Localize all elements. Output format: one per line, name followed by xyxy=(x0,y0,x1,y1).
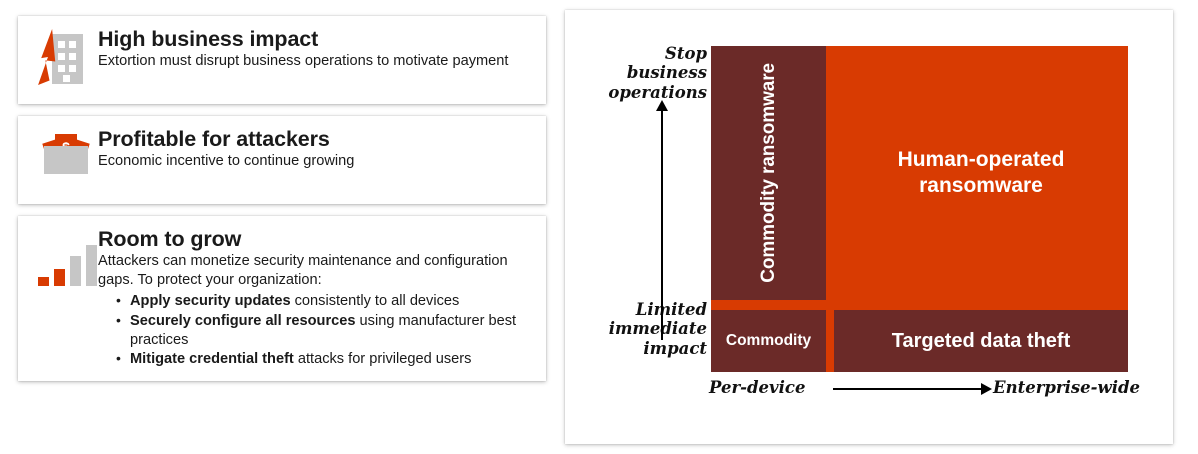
card-subtitle: Extortion must disrupt business operatio… xyxy=(98,53,509,70)
x-axis-left-label: Per-device xyxy=(709,378,806,397)
x-axis-right-label: Enterprise-wide xyxy=(993,378,1141,397)
card-body: High business impact Extortion must disr… xyxy=(98,26,532,71)
chart-bar-3 xyxy=(70,256,81,286)
list-item-strong: Mitigate credential theft xyxy=(130,351,294,368)
card-profitable-for-attackers[interactable]: $ $ $ Profitable for attackers Economic … xyxy=(18,116,546,204)
y-axis-bottom-label: Limited immediate impact xyxy=(608,300,707,358)
list-item-rest: using manufacturer best practices xyxy=(130,312,517,348)
card-high-business-impact[interactable]: High business impact Extortion must disr… xyxy=(18,16,546,104)
building-lightning-icon xyxy=(32,29,98,92)
ransomware-matrix-panel: Stop business operations Limited immedia… xyxy=(565,10,1173,444)
card-title: Room to grow xyxy=(98,227,242,251)
list-item-strong: Apply security updates xyxy=(130,292,291,309)
recommendation-list: Apply security updates consistently to a… xyxy=(98,291,532,370)
building-shape xyxy=(52,34,83,84)
card-body: Profitable for attackers Economic incent… xyxy=(98,126,532,171)
chart-bar-2 xyxy=(54,269,65,286)
envelope-flap-right xyxy=(66,146,88,174)
card-subtitle: Economic incentive to continue growing xyxy=(98,153,355,170)
chart-bar-1 xyxy=(38,277,49,286)
quadrant-commodity-ransomware[interactable]: Commodity ransomware xyxy=(711,46,826,300)
bar-chart-growth-icon xyxy=(32,230,98,292)
list-item-rest: consistently to all devices xyxy=(290,292,460,309)
y-axis-top-label: Stop business operations xyxy=(608,44,707,102)
building-window xyxy=(58,53,65,60)
card-room-to-grow[interactable]: Room to grow Attackers can monetize secu… xyxy=(18,216,546,382)
impact-cards-column: High business impact Extortion must disr… xyxy=(18,16,546,393)
card-body: Room to grow Attackers can monetize secu… xyxy=(98,226,532,369)
card-subtitle: Attackers can monetize security maintena… xyxy=(98,253,508,288)
building-window xyxy=(58,65,65,72)
quadrant-label: Commodity ransomware xyxy=(757,63,779,283)
quadrant-human-operated-ransomware[interactable]: Human-operated ransomware xyxy=(834,46,1128,300)
matrix-grid: Commodity ransomware Human-operated rans… xyxy=(711,46,1128,372)
x-axis-arrow-icon xyxy=(833,383,992,395)
quadrant-commodity[interactable]: Commodity xyxy=(711,310,826,372)
envelope-flap-left xyxy=(44,146,66,174)
building-window xyxy=(69,53,76,60)
quadrant-targeted-data-theft[interactable]: Targeted data theft xyxy=(834,310,1128,372)
list-item: Mitigate credential theft attacks for pr… xyxy=(116,349,532,369)
chart-bar-4 xyxy=(86,245,97,286)
list-item: Securely configure all resources using m… xyxy=(116,311,532,350)
list-item: Apply security updates consistently to a… xyxy=(116,291,532,311)
building-window xyxy=(69,41,76,48)
y-axis-arrow-icon xyxy=(656,100,668,340)
building-door xyxy=(63,75,70,82)
envelope-money-icon: $ $ $ xyxy=(32,130,98,192)
building-window xyxy=(69,65,76,72)
card-title: Profitable for attackers xyxy=(98,127,330,151)
list-item-rest: attacks for privileged users xyxy=(293,351,472,368)
list-item-strong: Securely configure all resources xyxy=(130,312,356,329)
building-window xyxy=(58,41,65,48)
card-title: High business impact xyxy=(98,27,319,51)
